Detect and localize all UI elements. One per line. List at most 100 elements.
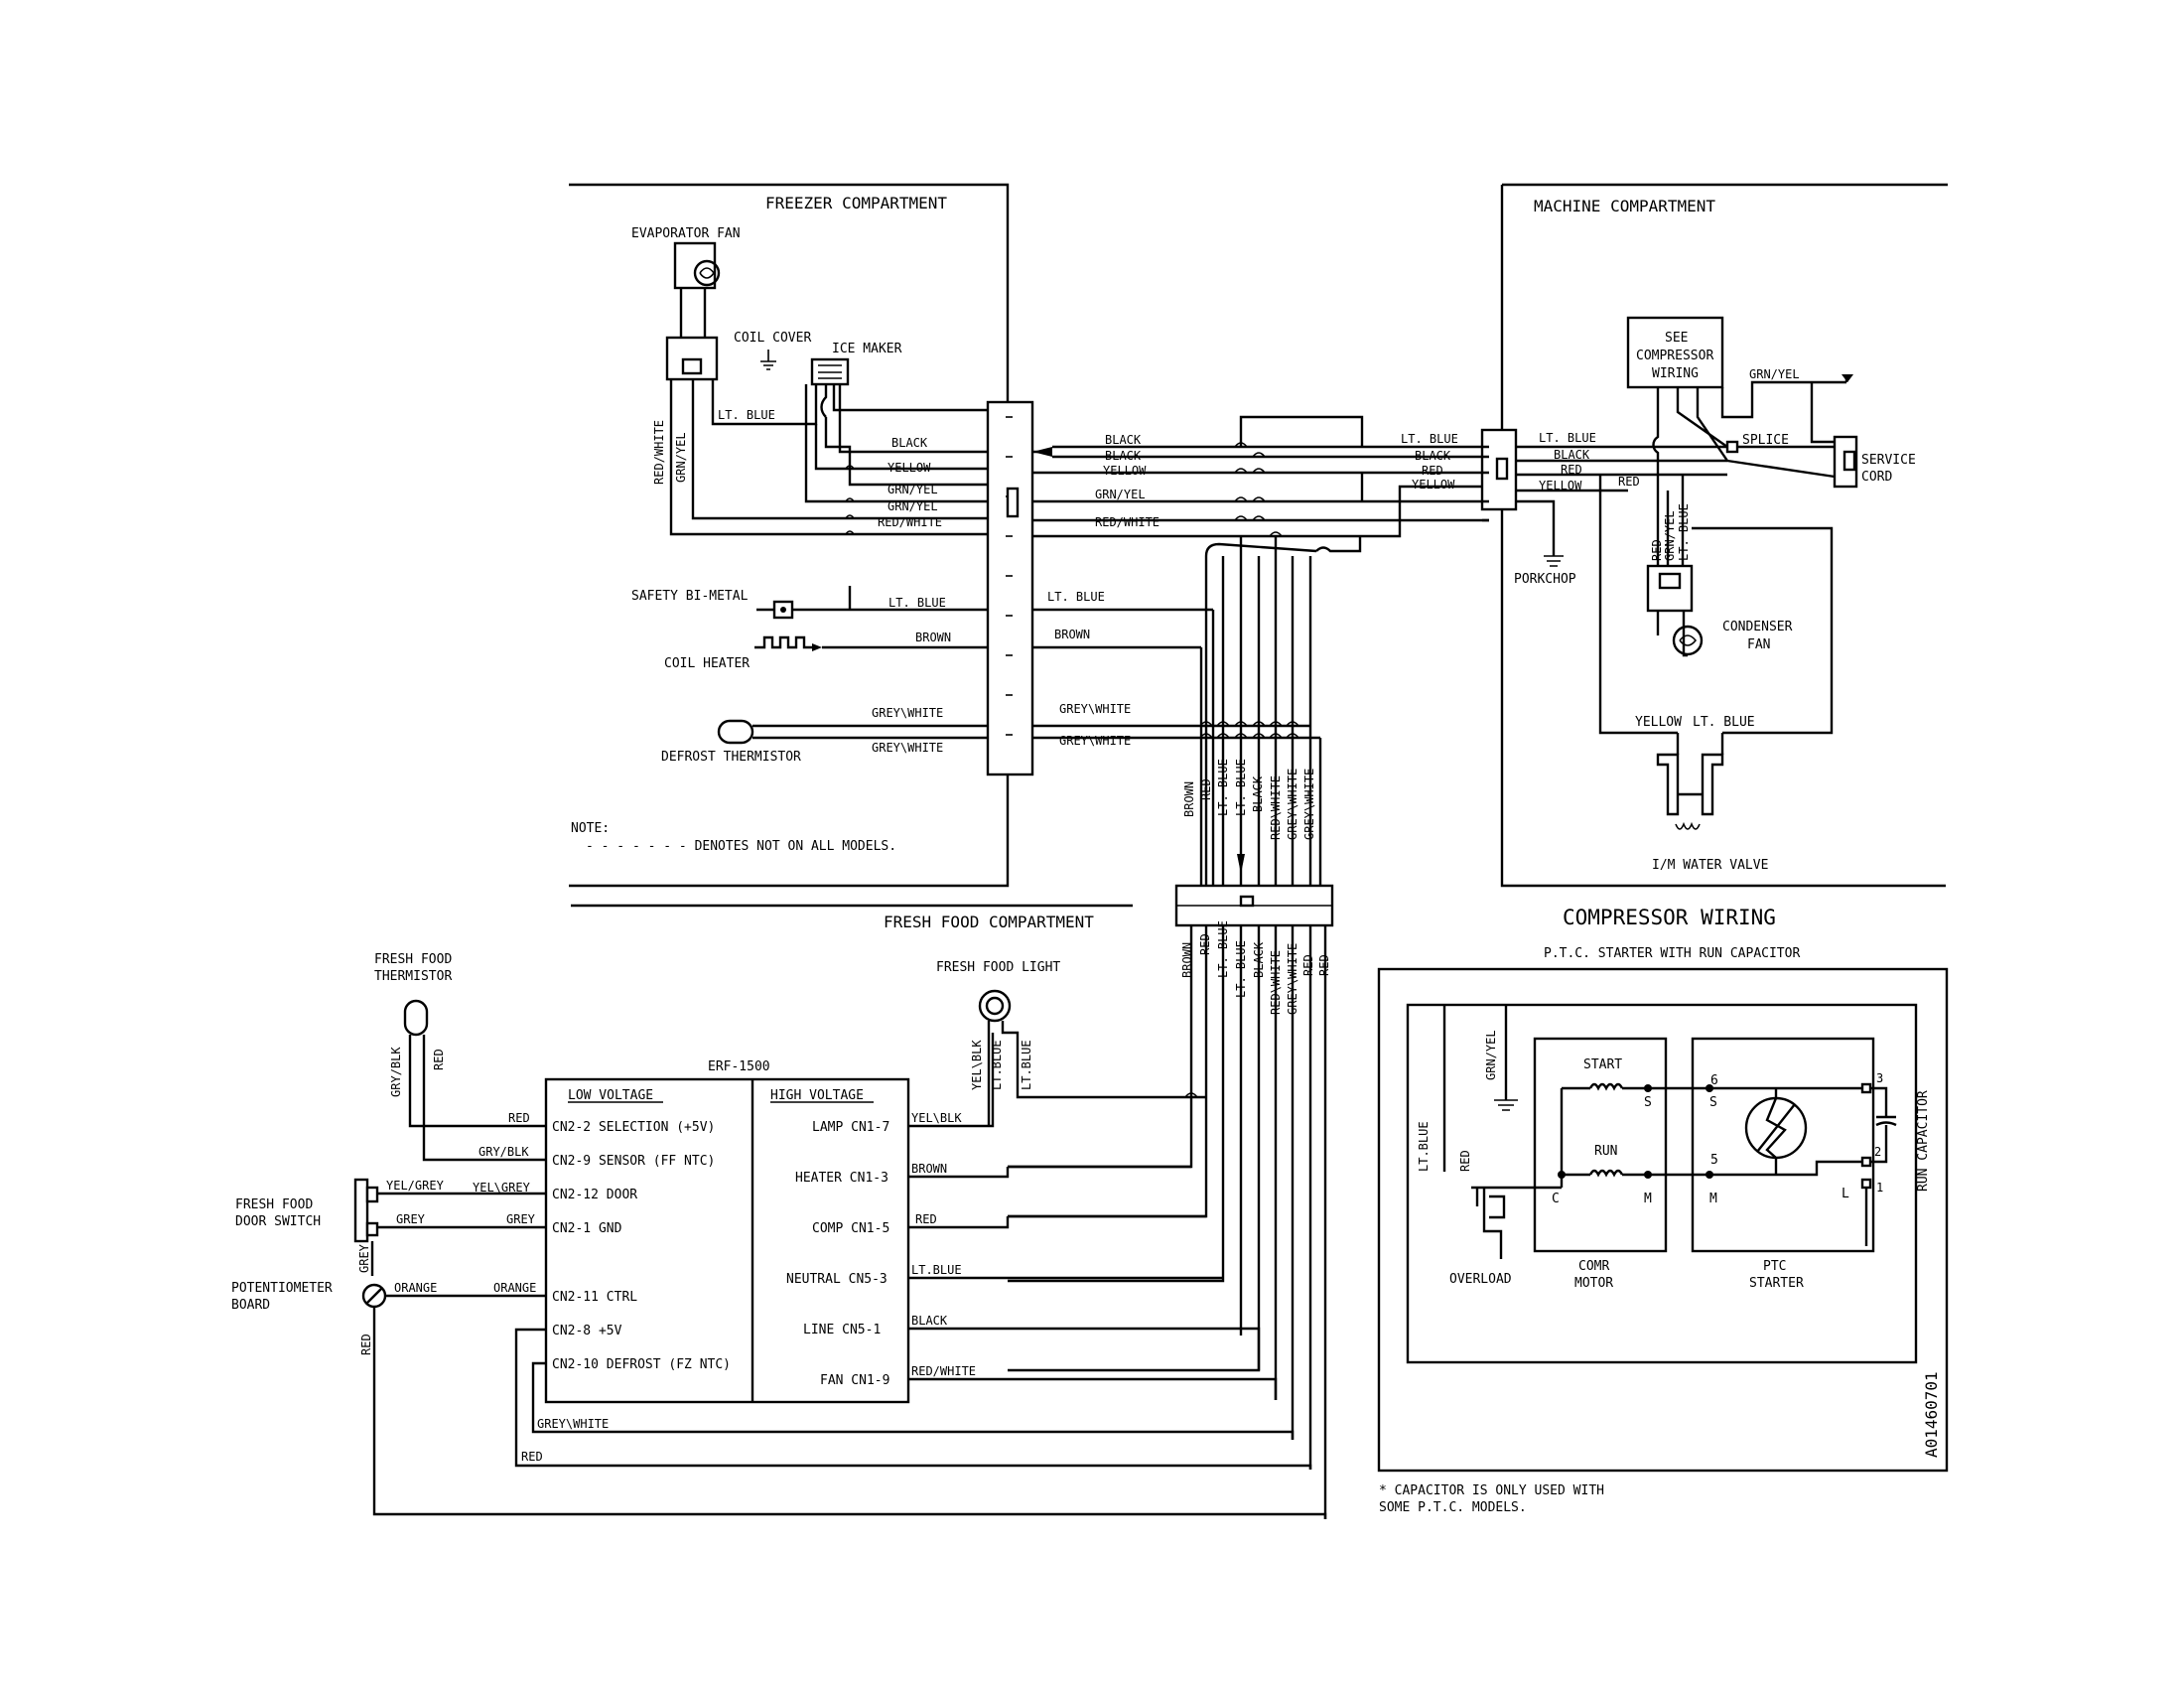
ltblue-v-2: LT.BLUE bbox=[1020, 1040, 1033, 1090]
door-switch-2: DOOR SWITCH bbox=[235, 1214, 321, 1229]
yellow-wire-label-a: YELLOW bbox=[887, 461, 931, 475]
service-cord-2: CORD bbox=[1861, 470, 1892, 485]
compressor-inner-frame bbox=[1406, 1003, 1918, 1364]
ptc-2: STARTER bbox=[1749, 1276, 1804, 1291]
high-pin-5: LINE CN5-1 bbox=[803, 1323, 881, 1337]
cw-pin3: 3 bbox=[1876, 1071, 1883, 1085]
water-valve-label: I/M WATER VALVE bbox=[1652, 858, 1768, 873]
high-pin-3: COMP CN1-5 bbox=[812, 1221, 889, 1236]
m-ltblue-l: LT. BLUE bbox=[1401, 432, 1458, 446]
cf-ltblue: LT. BLUE bbox=[1677, 503, 1691, 561]
pot-board-1: POTENTIOMETER bbox=[231, 1281, 333, 1296]
run-capacitor-label: RUN CAPACITOR bbox=[1916, 1090, 1931, 1192]
ff-thermistor bbox=[403, 999, 429, 1037]
orange-label-1: ORANGE bbox=[394, 1281, 437, 1295]
brown-label-a: BROWN bbox=[915, 631, 951, 644]
m-red-r2: RED bbox=[1618, 475, 1640, 489]
lt-blue-ice-label: LT. BLUE bbox=[718, 408, 775, 422]
cw-start: START bbox=[1583, 1057, 1622, 1072]
vb-red: RED bbox=[1198, 933, 1212, 955]
see-compressor-wiring-box bbox=[1626, 316, 1724, 389]
cw-s-ptc: S bbox=[1709, 1095, 1717, 1110]
ptc-starter bbox=[1691, 1037, 1875, 1253]
cw-l: L bbox=[1842, 1187, 1849, 1201]
high-pin-6: FAN CN1-9 bbox=[820, 1373, 889, 1388]
brown-label-ff: BROWN bbox=[911, 1162, 947, 1176]
condenser-fan-2: FAN bbox=[1747, 637, 1770, 652]
grey-white-label-r2: GREY\WHITE bbox=[1059, 734, 1131, 748]
footnote-line1: * CAPACITOR IS ONLY USED WITH bbox=[1379, 1483, 1604, 1498]
note-title: NOTE: bbox=[571, 821, 610, 836]
cf-grnyel: GRN/YEL bbox=[1663, 510, 1677, 561]
see-comp-1: SEE bbox=[1665, 331, 1688, 346]
high-pin-2: HEATER CN1-3 bbox=[795, 1171, 888, 1186]
lt-blue-label-b: LT. BLUE bbox=[888, 596, 946, 610]
m-yellow-r: YELLOW bbox=[1539, 479, 1582, 492]
ptc-1: PTC bbox=[1763, 1259, 1786, 1274]
ice-maker-label: ICE MAKER bbox=[832, 342, 902, 356]
low-voltage-label: LOW VOLTAGE bbox=[568, 1088, 653, 1103]
condenser-fan-motor bbox=[1672, 625, 1704, 656]
door-switch-1: FRESH FOOD bbox=[235, 1197, 313, 1212]
compressor-motor bbox=[1533, 1037, 1668, 1253]
red-v-pot: RED bbox=[359, 1334, 373, 1355]
ff-grylk-label: GRY/BLK bbox=[478, 1145, 529, 1159]
low-pin-2: CN2-9 SENSOR (FF NTC) bbox=[552, 1154, 715, 1169]
service-cord-1: SERVICE bbox=[1861, 453, 1916, 468]
footnote-line2: SOME P.T.C. MODELS. bbox=[1379, 1500, 1527, 1515]
fresh-food-compartment-title: FRESH FOOD COMPARTMENT bbox=[884, 913, 1094, 931]
yelgrey-label-1: YEL/GREY bbox=[386, 1179, 445, 1193]
cw-pin2: 2 bbox=[1874, 1145, 1881, 1159]
m-black-r: BLACK bbox=[1554, 448, 1590, 462]
low-pin-1: CN2-2 SELECTION (+5V) bbox=[552, 1120, 715, 1135]
grey-v: GREY bbox=[357, 1243, 371, 1273]
v-ltblue-1: LT. BLUE bbox=[1216, 759, 1230, 816]
grey-white-label-b: GREY\WHITE bbox=[872, 741, 943, 755]
grey-white-label-a: GREY\WHITE bbox=[872, 706, 943, 720]
m-red-l: RED bbox=[1422, 464, 1443, 478]
grn-yel-wire-label: GRN/YEL bbox=[674, 432, 688, 483]
vb-brown: BROWN bbox=[1180, 942, 1194, 978]
vb-ltblue-2: LT. BLUE bbox=[1234, 940, 1248, 998]
m-yellow-l: YELLOW bbox=[1412, 478, 1455, 492]
erf-1500-board bbox=[544, 1077, 910, 1404]
cw-grnyel: GRN/YEL bbox=[1484, 1030, 1498, 1080]
grey-white-label-r1: GREY\WHITE bbox=[1059, 702, 1131, 716]
ltblue-label-neutral: LT.BLUE bbox=[911, 1263, 962, 1277]
cw-pin1: 1 bbox=[1876, 1181, 1883, 1195]
freezer-compartment-title: FREEZER COMPARTMENT bbox=[765, 194, 947, 212]
red-v-ff: RED bbox=[432, 1049, 446, 1070]
high-voltage-label: HIGH VOLTAGE bbox=[770, 1088, 864, 1103]
see-comp-2: COMPRESSOR bbox=[1636, 349, 1713, 363]
yellow-valve-label: YELLOW bbox=[1635, 715, 1682, 730]
board-name: ERF-1500 bbox=[708, 1059, 770, 1074]
red-white-wire-label: RED/WHITE bbox=[652, 420, 666, 485]
vb-red-3: RED bbox=[1317, 954, 1331, 976]
ff-light-label: FRESH FOOD LIGHT bbox=[936, 960, 1060, 975]
grey-label-2: GREY bbox=[506, 1212, 536, 1226]
high-pin-4: NEUTRAL CN5-3 bbox=[786, 1272, 887, 1287]
porkchop-label: PORKCHOP bbox=[1514, 572, 1576, 587]
ltblue-v-1: LT.BLUE bbox=[990, 1040, 1004, 1090]
cw-pin6: 6 bbox=[1710, 1073, 1718, 1088]
comp-motor-2: MOTOR bbox=[1574, 1276, 1613, 1291]
redwhite-label-fan: RED/WHITE bbox=[911, 1364, 976, 1378]
compressor-wiring-frame bbox=[1377, 967, 1949, 1473]
cw-m-ptc: M bbox=[1709, 1192, 1717, 1206]
splice bbox=[1725, 440, 1739, 454]
coil-cover-label: COIL COVER bbox=[734, 331, 811, 346]
comp-motor-1: COMR bbox=[1578, 1259, 1609, 1274]
freezer-harness-connector bbox=[986, 400, 1034, 776]
splice-label: SPLICE bbox=[1742, 433, 1789, 448]
low-pin-7: CN2-10 DEFROST (FZ NTC) bbox=[552, 1357, 731, 1372]
grn-yel-label-r: GRN/YEL bbox=[1095, 488, 1146, 501]
black-label-r2: BLACK bbox=[1105, 449, 1142, 463]
coil-heater bbox=[754, 635, 822, 651]
ltblue-valve-label: LT. BLUE bbox=[1693, 715, 1755, 730]
red-white-label-r: RED/WHITE bbox=[1095, 515, 1160, 529]
v-greywhite-1: GREY\WHITE bbox=[1286, 769, 1299, 840]
v-ltblue-2: LT. BLUE bbox=[1234, 759, 1248, 816]
v-red-1: RED bbox=[1199, 778, 1213, 800]
grey-label-1: GREY bbox=[396, 1212, 426, 1226]
m-red-r: RED bbox=[1561, 463, 1582, 477]
